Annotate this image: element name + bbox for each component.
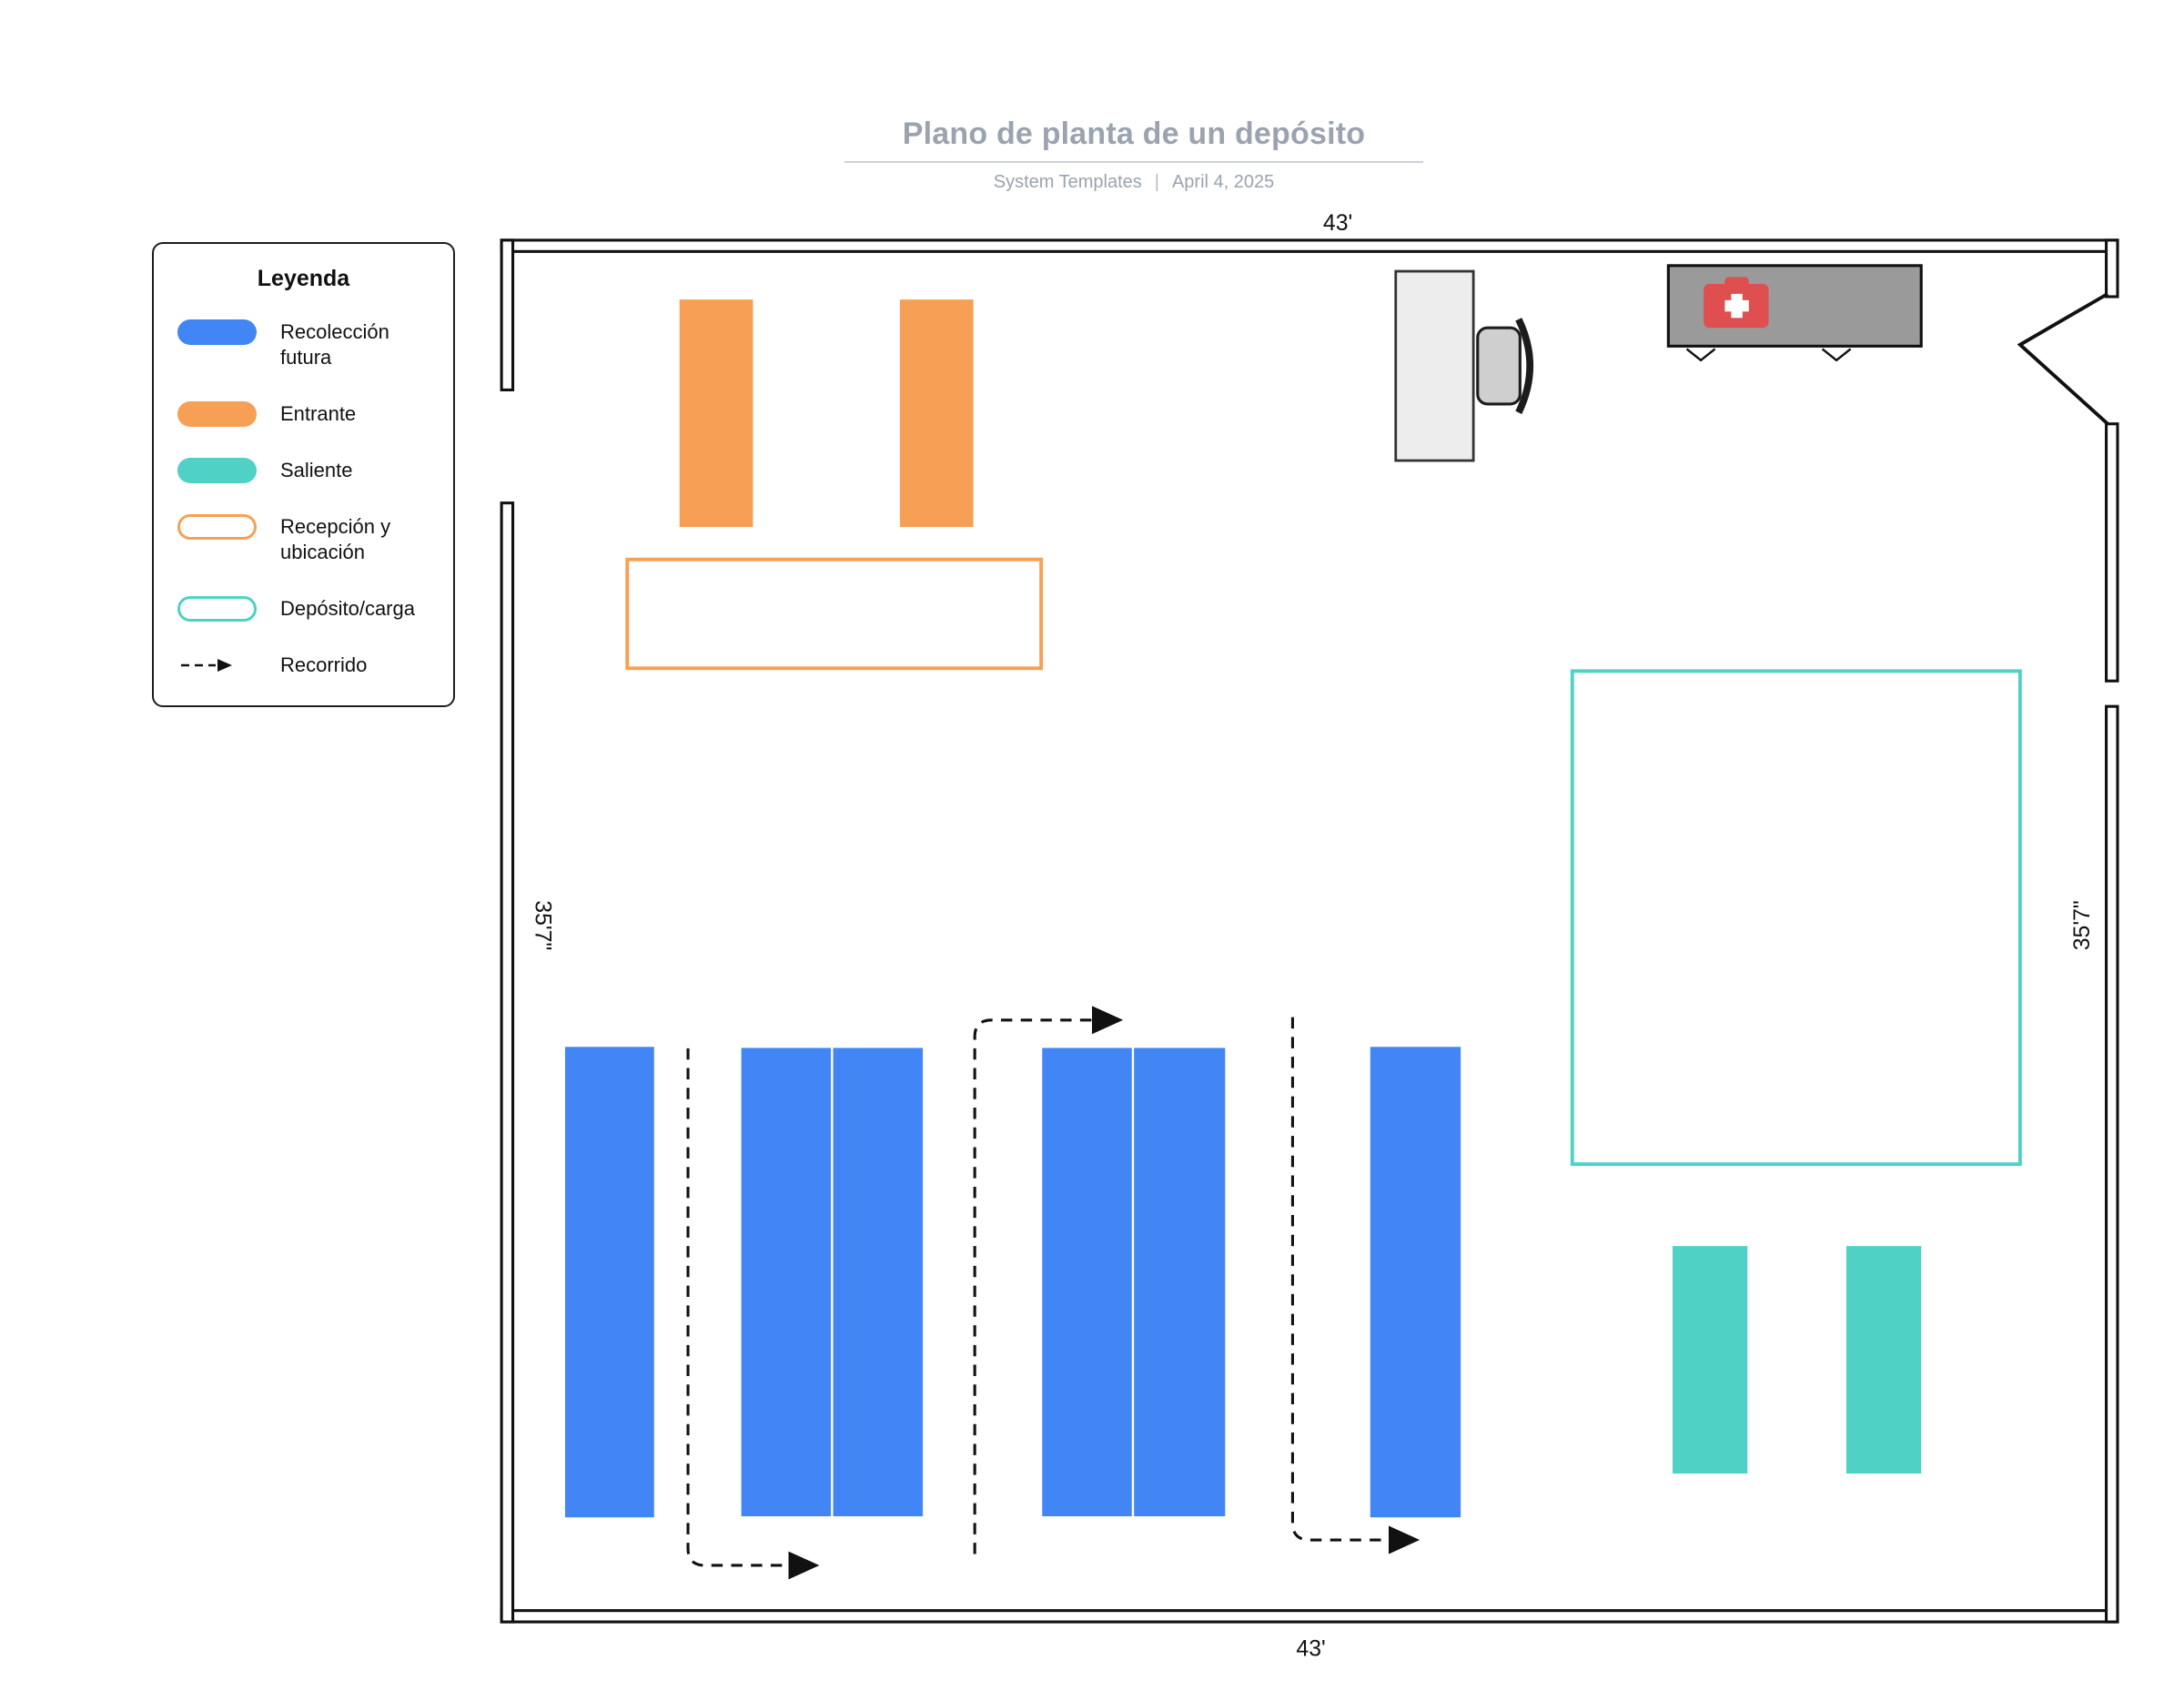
first-aid-kit-icon (1704, 277, 1769, 329)
legend-item-recorrido: Recorrido (177, 653, 430, 678)
desk (1394, 269, 1475, 462)
route-path-2 (973, 1006, 1124, 1554)
legend-item-saliente: Saliente (177, 458, 430, 483)
legend-item-recepcion-ubicacion: Recepción y ubicación (177, 514, 430, 565)
page-subtitle: System Templates | April 4, 2025 (844, 172, 1423, 193)
wall-left-lower (500, 501, 515, 1624)
legend: Leyenda Recolección futura Entrante Sali… (152, 242, 455, 707)
wall-right-lower (2105, 704, 2119, 1624)
orange-outline-swatch (177, 514, 257, 540)
teal-outline-swatch (177, 596, 257, 622)
legend-item-deposito-carga: Depósito/carga (177, 596, 430, 622)
legend-label: Entrante (280, 402, 357, 425)
depot-loading-zone (1570, 669, 2022, 1167)
blue-fill-swatch (177, 319, 257, 345)
legend-label: Recepción y ubicación (280, 515, 391, 563)
reception-zone (625, 557, 1044, 671)
wall-bottom (500, 1609, 2119, 1624)
header: Plano de planta de un depósito System Te… (844, 116, 1423, 193)
legend-label: Recolección futura (280, 320, 389, 369)
wall-left-upper (500, 238, 515, 391)
inbound-pallet-2 (899, 299, 974, 528)
pick-rack-1 (564, 1047, 654, 1518)
pick-rack-2b (831, 1046, 925, 1519)
wall-right-middle (2105, 422, 2119, 683)
teal-fill-swatch (177, 458, 257, 483)
legend-label: Depósito/carga (280, 597, 415, 620)
legend-item-recoleccion-futura: Recolección futura (177, 319, 430, 370)
pick-rack-3b (1131, 1046, 1228, 1519)
legend-label: Saliente (280, 459, 353, 481)
office-chair-seat (1476, 326, 1522, 406)
legend-rows: Recolección futura Entrante Saliente Rec… (177, 319, 430, 678)
inbound-pallet-1 (679, 299, 753, 528)
outbound-pallet-2 (1845, 1246, 1922, 1474)
subtitle-date: April 4, 2025 (1171, 172, 1275, 192)
subtitle-separator: | (1154, 172, 1159, 192)
outbound-pallet-1 (1673, 1246, 1748, 1474)
cabinet-leg-mark-left (1685, 348, 1716, 362)
office-chair-back (1515, 318, 1533, 414)
pick-rack-2a (739, 1046, 834, 1519)
cabinet-leg-mark-right (1821, 348, 1852, 362)
route-path-1 (686, 1048, 820, 1580)
route-path-3 (1290, 1017, 1421, 1554)
wall-right-upper (2105, 238, 2119, 299)
door-swing-icon (2017, 292, 2109, 426)
pick-rack-3a (1039, 1046, 1135, 1519)
legend-item-entrante: Entrante (177, 401, 430, 427)
dimension-right: 35'7" (2070, 900, 2095, 950)
page-title: Plano de planta de un depósito (844, 116, 1423, 163)
legend-label: Recorrido (280, 653, 368, 676)
legend-title: Leyenda (257, 266, 350, 291)
orange-fill-swatch (177, 401, 257, 427)
pick-rack-4 (1370, 1047, 1461, 1518)
dimension-bottom: 43' (1296, 1636, 1325, 1661)
wall-top (500, 238, 2119, 253)
dashed-arrow-icon (177, 653, 257, 678)
dimension-left: 35'7" (530, 900, 554, 950)
dimension-top: 43' (1323, 211, 1352, 236)
subtitle-author: System Templates (993, 172, 1142, 192)
